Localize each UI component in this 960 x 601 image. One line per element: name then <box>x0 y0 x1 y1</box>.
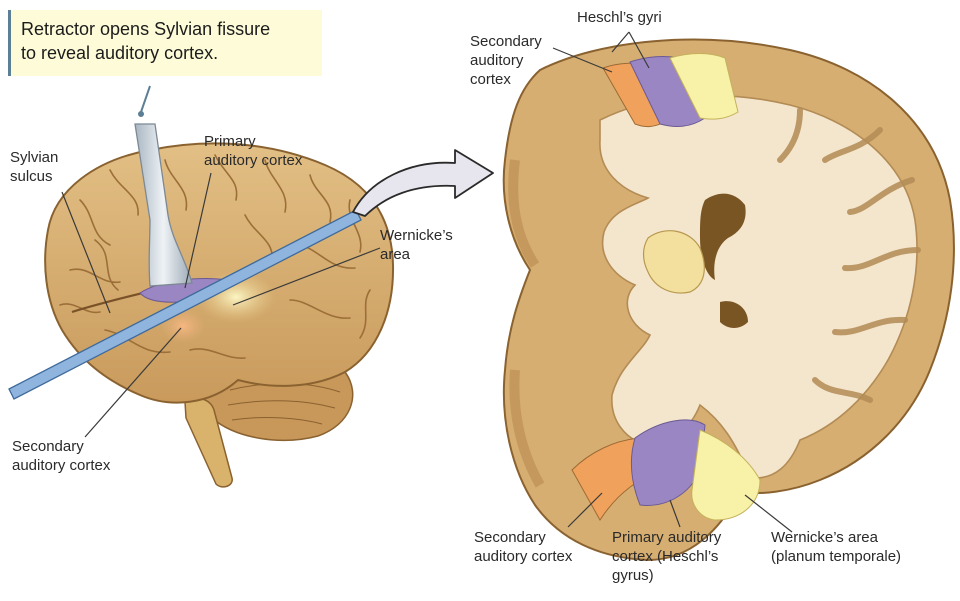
transition-arrow <box>353 150 493 216</box>
caption-line-1: Retractor opens Sylvian fissure <box>21 17 312 41</box>
label-secondary-left-line-2: auditory cortex <box>12 456 110 475</box>
cerebrum-shape <box>45 143 393 402</box>
label-wernicke-right-line-2: (planum temporale) <box>771 547 901 566</box>
label-secondary-auditory-cortex-bottom: Secondary auditory cortex <box>474 528 572 566</box>
label-secondary-bottom-line-1: Secondary <box>474 528 572 547</box>
label-primary-right-line-3: gyrus) <box>612 566 721 585</box>
label-primary-right-line-2: cortex (Heschl’s <box>612 547 721 566</box>
label-secondary-top-line-2: auditory <box>470 51 542 70</box>
label-secondary-auditory-cortex-top: Secondary auditory cortex <box>470 32 542 89</box>
label-primary-right-line-1: Primary auditory <box>612 528 721 547</box>
label-secondary-left-line-1: Secondary <box>12 437 110 456</box>
caption-line-2: to reveal auditory cortex. <box>21 41 312 65</box>
label-primary-left-line-1: Primary <box>204 132 302 151</box>
label-wernicke-left-line-2: area <box>380 245 453 264</box>
coronal-section-view <box>504 40 954 560</box>
label-secondary-auditory-cortex-left: Secondary auditory cortex <box>12 437 110 475</box>
label-wernicke-right-line-1: Wernicke’s area <box>771 528 901 547</box>
brain-lateral-view <box>9 86 393 487</box>
label-sylvian-sulcus: Sylvian sulcus <box>10 148 58 186</box>
label-primary-left-line-2: auditory cortex <box>204 151 302 170</box>
caption-box: Retractor opens Sylvian fissure to revea… <box>8 10 322 76</box>
label-primary-auditory-cortex-right: Primary auditory cortex (Heschl’s gyrus) <box>612 528 721 585</box>
label-secondary-bottom-line-2: auditory cortex <box>474 547 572 566</box>
label-secondary-top-line-1: Secondary <box>470 32 542 51</box>
label-sylvian-sulcus-line-1: Sylvian <box>10 148 58 167</box>
label-wernickes-area-left: Wernicke’s area <box>380 226 453 264</box>
label-primary-auditory-cortex-left: Primary auditory cortex <box>204 132 302 170</box>
label-wernicke-left-line-1: Wernicke’s <box>380 226 453 245</box>
label-sylvian-sulcus-line-2: sulcus <box>10 167 58 186</box>
label-heschls-gyri: Heschl’s gyri <box>577 8 662 27</box>
label-wernickes-area-right: Wernicke’s area (planum temporale) <box>771 528 901 566</box>
label-secondary-top-line-3: cortex <box>470 70 542 89</box>
